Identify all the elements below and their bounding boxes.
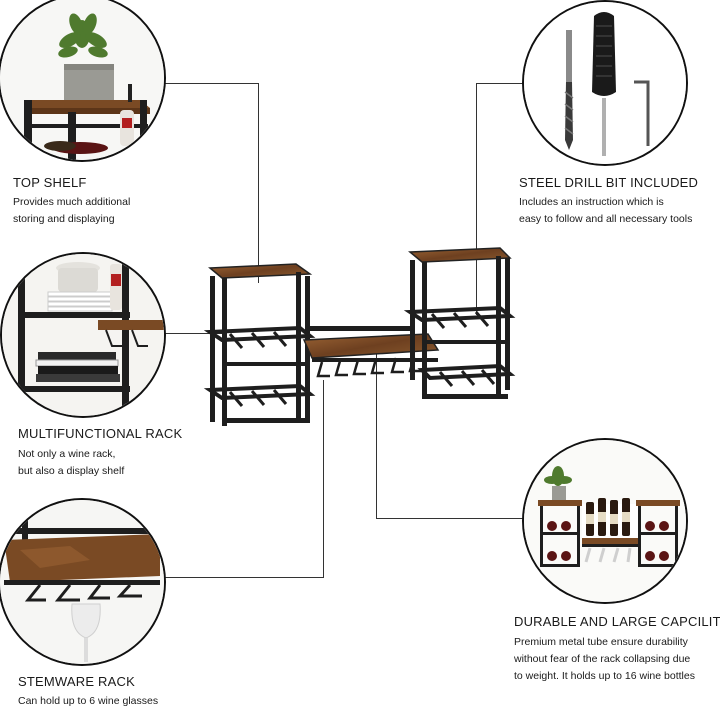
multifunctional-photo xyxy=(0,252,166,418)
top-shelf-photo xyxy=(0,0,166,162)
drill-desc-1: Includes an instruction which is xyxy=(519,196,664,208)
connector-top-shelf-v xyxy=(258,83,259,283)
connector-multi xyxy=(162,333,224,334)
drill-desc-2: easy to follow and all necessary tools xyxy=(519,213,693,225)
multifunctional-title: MULTIFUNCTIONAL RACK xyxy=(18,426,183,441)
connector-stemware-h xyxy=(162,577,324,578)
connector-drill-v xyxy=(476,83,477,315)
capacity-desc-3: to weight. It holds up to 16 wine bottle… xyxy=(514,670,695,682)
stemware-photo xyxy=(0,498,166,666)
capacity-photo xyxy=(522,438,688,604)
connector-drill-h xyxy=(476,83,524,84)
capacity-desc-1: Premium metal tube ensure durability xyxy=(514,636,688,648)
top-shelf-desc-2: storing and displaying xyxy=(13,213,115,225)
capacity-desc-2: without fear of the rack collapsing due xyxy=(514,653,691,665)
drill-title: STEEL DRILL BIT INCLUDED xyxy=(519,175,699,190)
stemware-title: STEMWARE RACK xyxy=(18,674,135,689)
top-shelf-title: TOP SHELF xyxy=(13,175,87,190)
connector-top-shelf-h xyxy=(160,83,258,84)
connector-stemware-v xyxy=(323,380,324,578)
top-shelf-desc-1: Provides much additional xyxy=(13,196,131,208)
multifunctional-desc-1: Not only a wine rack, xyxy=(18,448,116,460)
wine-rack-product xyxy=(200,240,520,440)
connector-capacity-h xyxy=(376,518,524,519)
connector-capacity-v xyxy=(376,345,377,519)
capacity-title: DURABLE AND LARGE CAPCILITY xyxy=(514,614,720,629)
multifunctional-desc-2: but also a display shelf xyxy=(18,465,125,477)
drill-tools-photo xyxy=(522,0,688,166)
stemware-desc-1: Can hold up to 6 wine glasses xyxy=(18,695,159,707)
